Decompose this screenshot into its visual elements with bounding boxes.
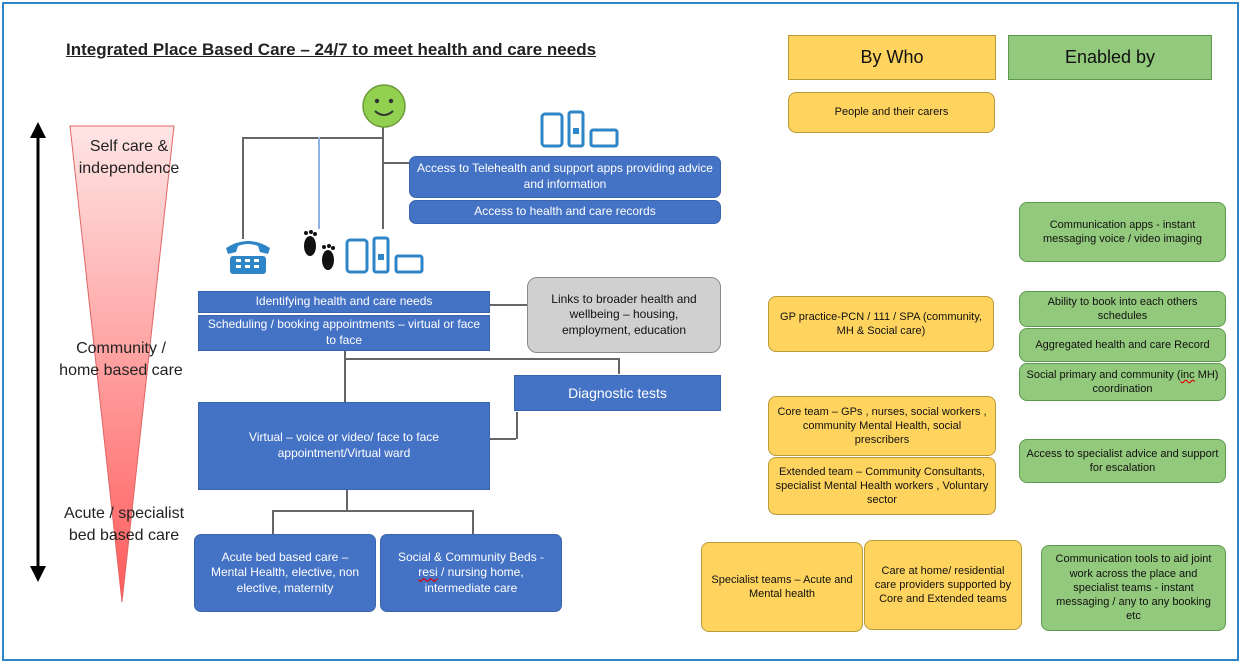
book-schedules-box: Ability to book into each others schedul… — [1019, 291, 1226, 327]
connector-line — [382, 162, 410, 164]
connector-line — [272, 510, 472, 512]
community-beds-text-end: / nursing home, intermediate care — [424, 565, 524, 595]
connector-line — [516, 412, 518, 439]
telehealth-box: Access to Telehealth and support apps pr… — [409, 156, 721, 198]
diagnostic-tests-box: Diagnostic tests — [514, 375, 721, 411]
scheduling-box: Scheduling / booking appointments – virt… — [198, 315, 490, 351]
broader-wellbeing-box: Links to broader health and wellbeing – … — [527, 277, 721, 353]
page-title: Integrated Place Based Care – 24/7 to me… — [66, 40, 597, 59]
community-care-label: Community / home based care — [59, 340, 183, 380]
connector-line — [242, 137, 382, 139]
specialist-teams-box: Specialist teams – Acute and Mental heal… — [701, 542, 863, 632]
footprints-icon — [304, 230, 335, 270]
coordination-box: Social primary and community (inc MH) co… — [1019, 363, 1226, 401]
community-beds-box: Social & Community Beds - resi / nursing… — [380, 534, 562, 612]
connector-line — [318, 137, 320, 229]
connector-line — [272, 510, 274, 534]
enabled-by-header: Enabled by — [1008, 35, 1212, 80]
community-beds-resi-text: resi — [418, 565, 438, 580]
smiley-face-icon — [362, 84, 406, 128]
care-spectrum-graphic — [30, 122, 175, 603]
care-at-home-box: Care at home/ residential care providers… — [864, 540, 1022, 630]
identifying-needs-box: Identifying health and care needs — [198, 291, 490, 313]
by-who-header: By Who — [788, 35, 996, 80]
coordination-inc-text: inc — [1180, 368, 1195, 381]
connector-line — [618, 358, 620, 374]
acute-care-label: Acute / specialist bed based care — [63, 505, 185, 545]
communication-apps-box: Communication apps - instant messaging v… — [1019, 202, 1226, 262]
telephone-icon — [226, 241, 270, 274]
connector-line — [382, 137, 384, 229]
connector-line — [472, 510, 474, 534]
coordination-text-end: MH) coordination — [1092, 368, 1219, 395]
arrow-up-icon — [30, 122, 46, 138]
specialist-advice-box: Access to specialist advice and support … — [1019, 439, 1226, 483]
connector-line — [382, 122, 384, 138]
aggregated-record-box: Aggregated health and care Record — [1019, 328, 1226, 362]
connector-line — [346, 490, 348, 510]
mobile-devices-icon — [540, 110, 619, 148]
care-spectrum-triangle — [69, 125, 175, 603]
connector-line — [490, 304, 528, 306]
virtual-appointment-box: Virtual – voice or video/ face to face a… — [198, 402, 490, 490]
connector-line — [490, 438, 516, 440]
records-box: Access to health and care records — [409, 200, 721, 224]
core-team-box: Core team – GPs , nurses, social workers… — [768, 396, 996, 456]
people-carers-box: People and their carers — [788, 92, 995, 133]
extended-team-box: Extended team – Community Consultants, s… — [768, 457, 996, 515]
connector-line — [344, 350, 346, 402]
connector-line — [242, 137, 244, 239]
community-beds-text: Social & Community Beds - — [397, 549, 545, 564]
communication-tools-box: Communication tools to aid joint work ac… — [1041, 545, 1226, 631]
self-care-label: Self care & independence — [78, 138, 180, 178]
acute-beds-box: Acute bed based care – Mental Health, el… — [194, 534, 376, 612]
arrow-down-icon — [30, 566, 46, 582]
mobile-devices-icon — [345, 236, 424, 274]
gp-practice-box: GP practice-PCN / 111 / SPA (community, … — [768, 296, 994, 352]
coordination-text: Social primary and community ( — [1026, 368, 1181, 381]
connector-line — [344, 358, 618, 360]
